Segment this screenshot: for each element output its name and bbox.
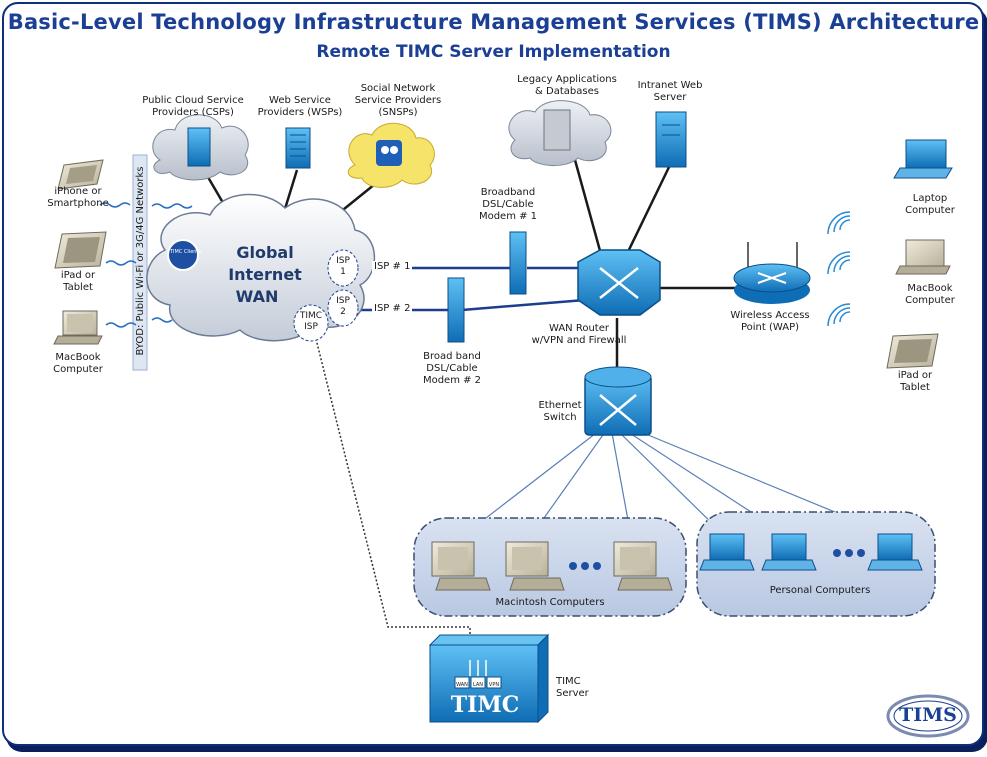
personal-computers-group xyxy=(696,511,936,617)
pc-laptop-icon xyxy=(867,533,923,571)
social-network-label: Social Network Service Providers (SNSPs) xyxy=(354,83,442,118)
tablet-right-icon xyxy=(886,333,939,369)
modem-1-icon xyxy=(509,231,527,295)
global-wan-label: Global Internet WAN xyxy=(210,242,320,308)
timc-server-brand: TIMC xyxy=(450,692,520,718)
left-device-label-2: iPad or Tablet xyxy=(60,270,96,293)
timc-server-label: TIMC Server xyxy=(556,676,589,699)
social-network-cloud-icon xyxy=(347,122,435,188)
timc-clients-badge-label: TIMC Clients xyxy=(170,249,202,255)
intranet-server-icon xyxy=(655,111,687,168)
right-device-label-1: Laptop Computer xyxy=(905,193,955,216)
isp2-link-label: ISP # 2 xyxy=(372,303,413,315)
isp2-tag xyxy=(327,289,359,327)
wap-label: Wireless Access Point (WAP) xyxy=(730,310,810,333)
diagram-subtitle: Remote TIMC Server Implementation xyxy=(316,42,671,62)
mac-group-label: Macintosh Computers xyxy=(495,597,605,608)
right-device-label-3: iPad or Tablet xyxy=(897,370,933,393)
global-wan-line2: Internet xyxy=(228,265,302,284)
timc-clients-badge xyxy=(167,239,199,271)
wan-router-icon xyxy=(577,249,661,316)
mac-computer-icon xyxy=(613,541,673,591)
legacy-apps-cloud-icon xyxy=(508,100,612,166)
mac-computer-icon xyxy=(505,541,565,591)
left-device-label-1: iPhone or Smartphone xyxy=(47,186,109,209)
ethernet-switch-icon xyxy=(584,366,652,436)
global-wan-line1: Global xyxy=(236,243,294,262)
ellipsis-dots xyxy=(569,562,601,570)
modem-2-icon xyxy=(447,277,465,343)
isp1-tag-label: ISP 1 xyxy=(336,256,350,277)
macbook-icon xyxy=(53,310,103,345)
tims-logo xyxy=(886,694,970,738)
public-cloud-icon xyxy=(152,114,249,181)
global-wan-line3: WAN xyxy=(235,287,279,306)
isp1-tag xyxy=(327,249,359,287)
modem-2-label: Broad band DSL/Cable Modem # 2 xyxy=(422,351,482,386)
wifi-waves-right xyxy=(827,211,851,327)
laptop-icon xyxy=(893,139,953,179)
wan-router-label: WAN Router w/VPN and Firewall xyxy=(531,323,627,346)
right-device-label-2: MacBook Computer xyxy=(905,283,955,306)
intranet-server-label: Intranet Web Server xyxy=(637,80,703,103)
diagram-frame xyxy=(2,2,984,746)
timc-server-icon xyxy=(428,633,550,724)
timc-isp-tag xyxy=(293,304,329,342)
web-service-label: Web Service Providers (WSPs) xyxy=(257,95,343,118)
timc-tag-vpn: VPN xyxy=(488,682,500,688)
timc-tag-lan: LAN xyxy=(472,682,484,688)
ethernet-switch-label: Ethernet Switch xyxy=(538,400,582,423)
modem-1-label: Broadband DSL/Cable Modem # 1 xyxy=(478,187,538,222)
wireless-access-point-icon xyxy=(733,242,811,304)
timc-tag-wan: WAN xyxy=(456,682,468,688)
byod-label: BYOD: Public Wi-Fi or 3G/4G Networks xyxy=(135,166,146,356)
smartphone-icon xyxy=(57,159,104,190)
diagram-title: Basic-Level Technology Infrastructure Ma… xyxy=(7,10,980,34)
web-service-server-icon xyxy=(285,127,311,169)
legacy-apps-label: Legacy Applications & Databases xyxy=(517,74,617,97)
tims-logo-text: TIMS xyxy=(899,704,957,726)
ellipsis-dots xyxy=(833,549,865,557)
left-device-label-3: MacBook Computer xyxy=(53,352,103,375)
mac-computer-icon xyxy=(431,541,491,591)
isp1-link-label: ISP # 1 xyxy=(372,261,413,273)
pc-laptop-icon xyxy=(699,533,755,571)
pc-group-label: Personal Computers xyxy=(769,585,871,596)
global-internet-cloud xyxy=(146,193,376,342)
isp2-tag-label: ISP 2 xyxy=(336,296,350,317)
tablet-icon xyxy=(54,231,107,269)
byod-bar xyxy=(132,154,148,371)
macbook-right-icon xyxy=(895,239,951,275)
public-cloud-label: Public Cloud Service Providers (CSPs) xyxy=(142,95,244,118)
pc-laptop-icon xyxy=(761,533,817,571)
timc-isp-tag-label: TIMC ISP xyxy=(299,311,323,332)
